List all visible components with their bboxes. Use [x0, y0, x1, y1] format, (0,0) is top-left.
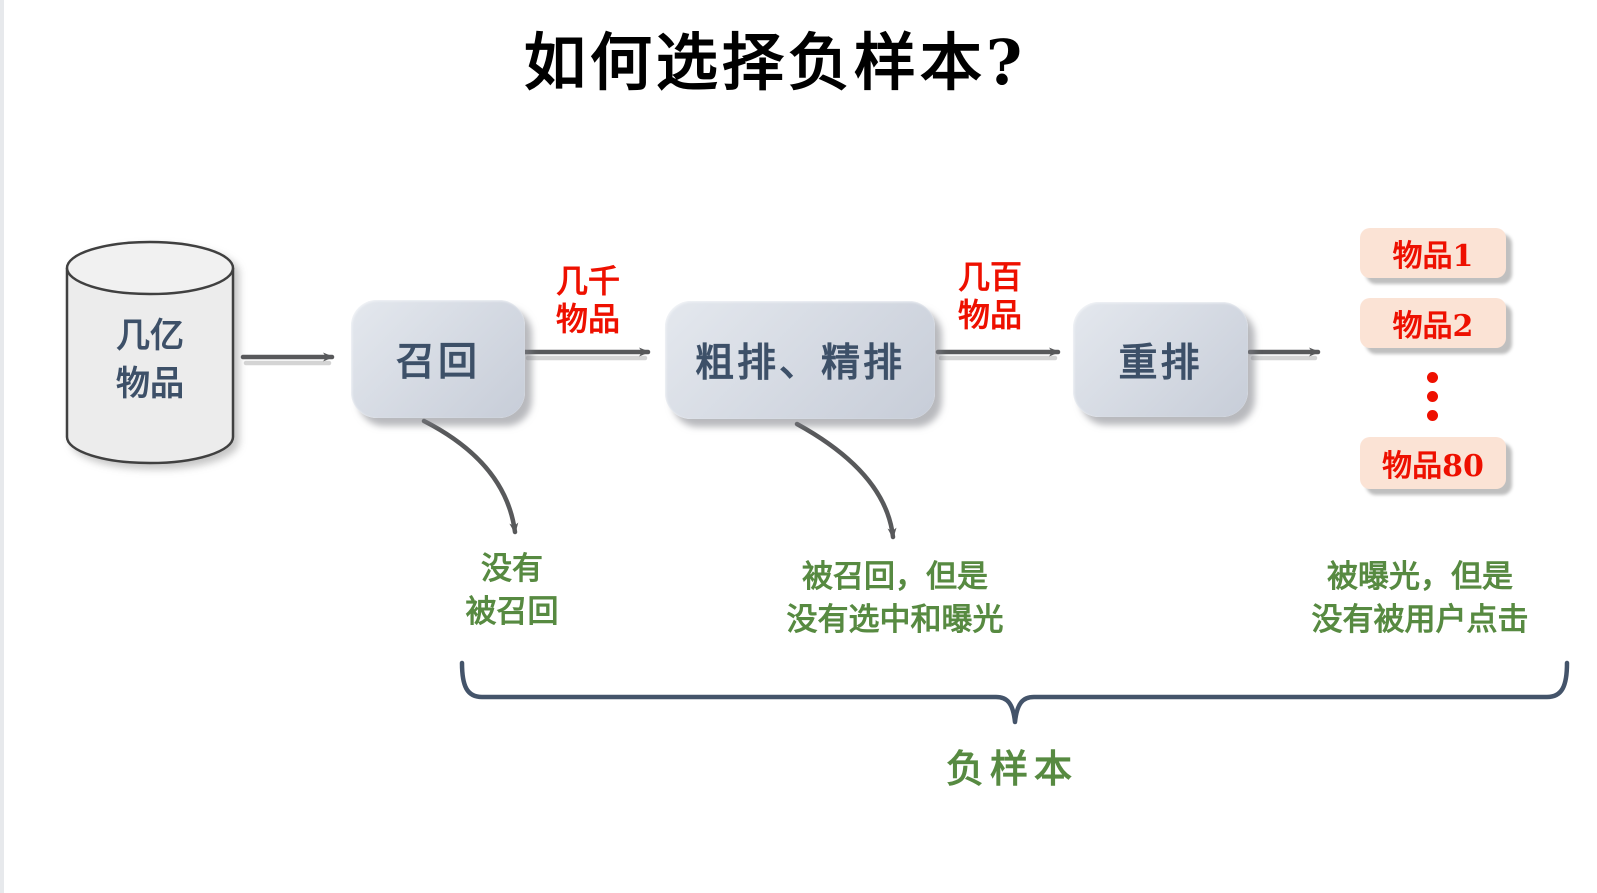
negative-samples-brace [459, 660, 1570, 725]
item-pool-label-line2: 物品 [116, 364, 184, 404]
item-pool-label: 几亿 物品 [68, 312, 232, 408]
stage-box-ranking: 粗排、精排 [665, 301, 935, 419]
annotation-exposed-not-clicked-line2: 没有被用户点击 [1311, 602, 1529, 638]
annotation-exposed-not-clicked-line1: 被曝光，但是 [1327, 559, 1513, 595]
item-card-1-label: 物品1 [1392, 239, 1474, 274]
flow-label-hundreds-line2: 物品 [957, 296, 1022, 334]
stage-box-rerank: 重排 [1073, 302, 1248, 417]
ellipsis-dot [1427, 391, 1438, 402]
flow-label-thousands: 几千 物品 [508, 262, 668, 338]
arrow-ranking-not-selected [794, 421, 897, 540]
annotation-recalled-not-selected-line2: 没有选中和曝光 [786, 602, 1004, 638]
stage-box-recall: 召回 [351, 300, 525, 418]
annotation-not-recalled-line2: 被召回 [465, 594, 559, 630]
annotation-recalled-not-selected: 被召回，但是 没有选中和曝光 [710, 556, 1080, 642]
item-card-80-label: 物品80 [1382, 449, 1484, 484]
item-pool-label-line1: 几亿 [116, 316, 184, 356]
vertical-ellipsis-dots [1427, 372, 1438, 421]
annotation-recalled-not-selected-line1: 被召回，但是 [802, 559, 988, 595]
flow-arrows [240, 347, 1321, 366]
annotation-exposed-not-clicked: 被曝光，但是 没有被用户点击 [1235, 556, 1597, 642]
annotation-not-recalled-line1: 没有 [481, 551, 543, 587]
stage-label-recall: 召回 [395, 339, 480, 385]
page-title: 如何选择负样本? [523, 26, 1027, 99]
item-card-2: 物品2 [1360, 298, 1506, 348]
stage-label-ranking: 粗排、精排 [694, 340, 905, 386]
stage-label-rerank: 重排 [1118, 339, 1203, 386]
arrow-recall-not-recalled [421, 418, 519, 535]
ellipsis-dot [1427, 410, 1438, 421]
page-left-edge [0, 0, 4, 893]
annotation-arrows [421, 418, 897, 540]
ellipsis-dot [1427, 372, 1438, 383]
item-card-80: 物品80 [1360, 437, 1506, 489]
flow-label-hundreds: 几百 物品 [910, 258, 1070, 334]
flow-label-thousands-line1: 几千 [555, 262, 620, 300]
negative-samples-label: 负样本 [945, 746, 1079, 791]
item-card-2-label: 物品2 [1392, 309, 1474, 344]
item-pool-cylinder-icon [65, 240, 235, 465]
annotation-not-recalled: 没有 被召回 [392, 548, 632, 634]
item-card-1: 物品1 [1360, 228, 1506, 278]
flow-label-thousands-line2: 物品 [555, 300, 620, 338]
flow-label-hundreds-line1: 几百 [957, 258, 1022, 296]
